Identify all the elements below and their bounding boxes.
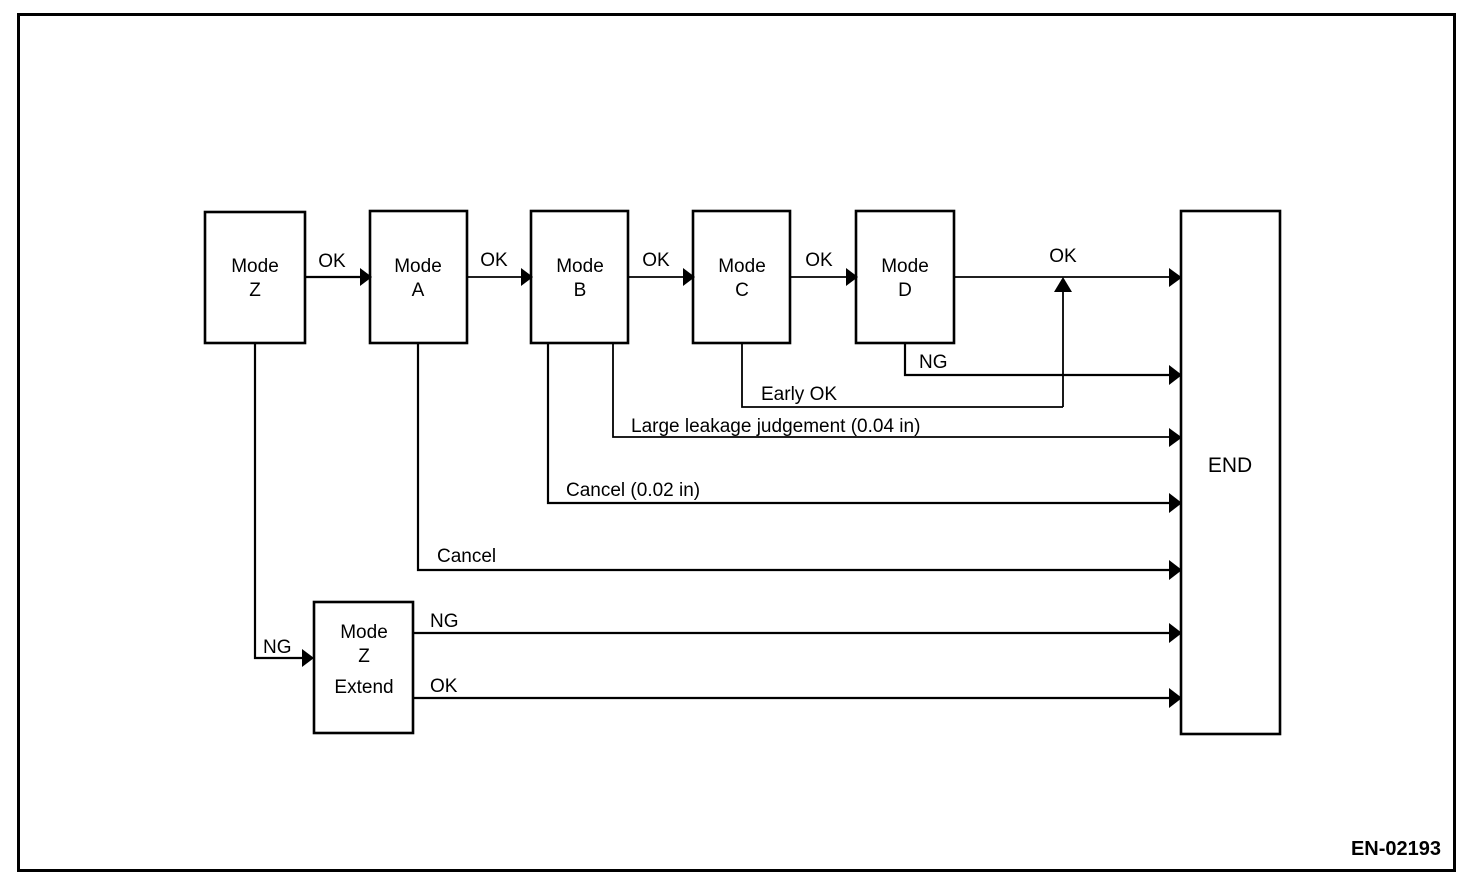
node-mode-z-line1: Mode (231, 256, 279, 277)
node-mode-c-line2: C (735, 280, 749, 301)
edge-label-ng-extend-end: NG (430, 611, 459, 632)
node-mode-z[interactable] (203, 210, 307, 345)
edge-label-early-ok: Early OK (761, 384, 837, 405)
edge-extend-ng-arrowhead (1169, 623, 1182, 643)
edge-b-cancel-path (546, 343, 1169, 505)
node-mode-z-extend-line1: Mode (340, 622, 388, 643)
node-mode-a-line2: A (412, 280, 425, 301)
edge-label-cancel-002: Cancel (0.02 in) (566, 480, 700, 501)
edge-b-large-leakage-path (612, 343, 1169, 438)
edge-label-ng-d-end: NG (919, 352, 948, 373)
node-mode-c-line1: Mode (718, 256, 766, 277)
node-mode-b-line2: B (574, 280, 587, 301)
node-mode-d-line2: D (898, 280, 912, 301)
node-mode-z-extend[interactable] (312, 600, 415, 735)
edge-a-to-b-arrowhead (521, 268, 533, 286)
page-border (17, 13, 1456, 872)
edge-z-ng-path (253, 343, 302, 660)
node-mode-a[interactable] (368, 209, 469, 345)
edge-z-ng-arrowhead (302, 649, 314, 667)
node-mode-a-line1: Mode (394, 256, 442, 277)
edge-c-early-ok-path (741, 343, 1063, 408)
node-mode-d-line1: Mode (881, 256, 929, 277)
node-mode-c[interactable] (691, 209, 792, 345)
edge-d-ng-path (903, 343, 1169, 377)
edge-b-cancel-arrowhead (1169, 493, 1182, 513)
edge-extend-ok-arrowhead (1169, 688, 1182, 708)
edge-label-ok-z-a: OK (318, 251, 346, 272)
edge-d-to-end-arrowhead (1169, 268, 1182, 287)
edge-label-ok-b-c: OK (642, 250, 670, 271)
edge-a-cancel-path (416, 343, 1169, 572)
edge-label-cancel: Cancel (437, 546, 496, 567)
edge-z-to-a-arrowhead (360, 268, 372, 286)
edge-early-ok-up-arrowhead (1054, 277, 1072, 292)
edge-d-ng-arrowhead (1169, 365, 1182, 385)
edge-label-ok-a-b: OK (480, 250, 508, 271)
edge-label-ng-z-extend: NG (263, 637, 292, 658)
node-end[interactable] (1179, 209, 1282, 736)
edge-label-ok-d-end: OK (1049, 246, 1077, 267)
node-mode-z-extend-line2: Z (358, 646, 370, 667)
figure-code: EN-02193 (1351, 838, 1441, 860)
node-mode-z-extend-line3: Extend (334, 677, 393, 698)
edge-label-ok-c-d: OK (805, 250, 833, 271)
edge-label-large-leakage: Large leakage judgement (0.04 in) (631, 416, 920, 437)
node-mode-z-line2: Z (249, 280, 261, 301)
node-mode-b-line1: Mode (556, 256, 604, 277)
node-mode-d[interactable] (854, 209, 956, 345)
edge-c-to-d-arrowhead (846, 268, 858, 286)
edge-a-cancel-arrowhead (1169, 560, 1182, 580)
edge-b-large-leakage-arrowhead (1169, 428, 1182, 447)
edge-b-to-c-arrowhead (683, 268, 695, 286)
node-end-label: END (1208, 454, 1252, 477)
node-mode-b[interactable] (529, 209, 630, 345)
edge-label-ok-extend-end: OK (430, 676, 458, 697)
